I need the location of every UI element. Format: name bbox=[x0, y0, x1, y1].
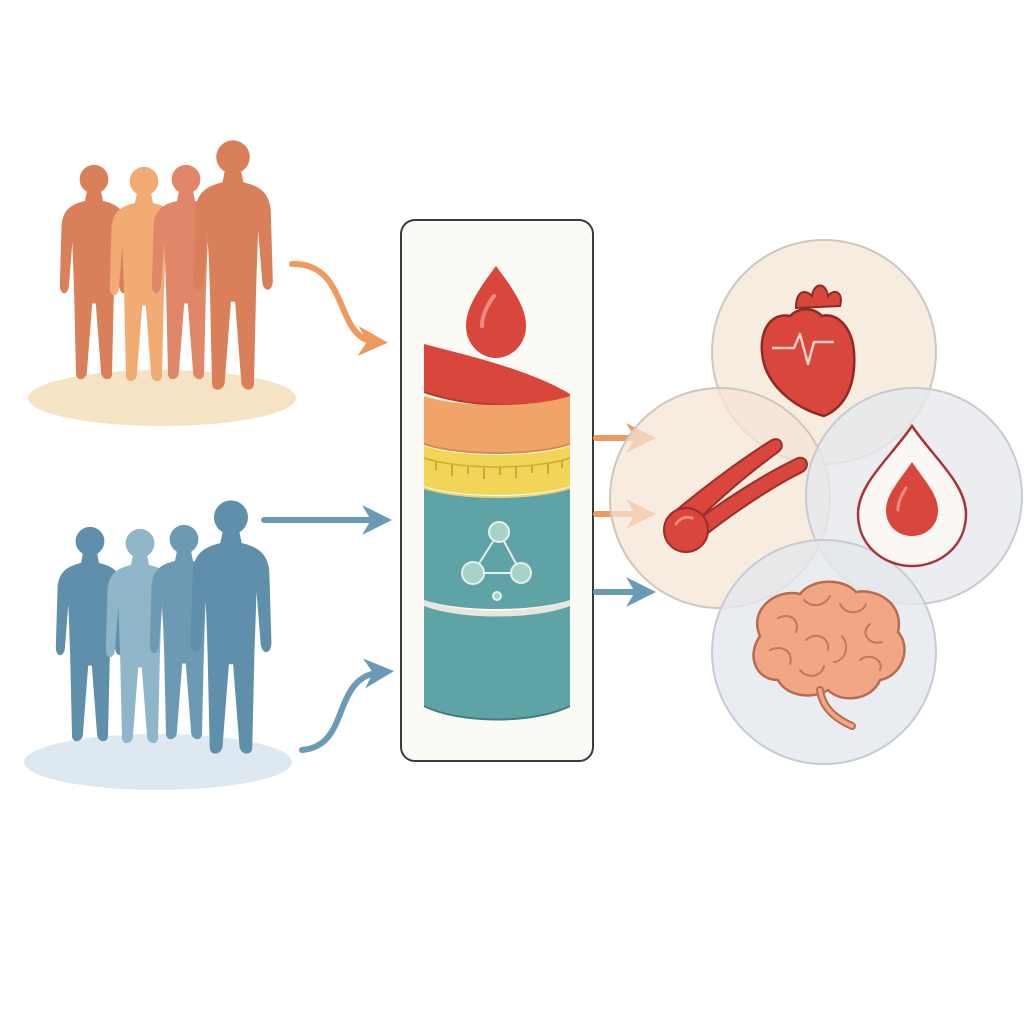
ground-shadow bbox=[28, 370, 296, 426]
central-panel bbox=[400, 219, 594, 762]
cylinder-layer-yellow bbox=[424, 446, 570, 495]
people-group-cool bbox=[24, 500, 292, 790]
molecule-icon bbox=[461, 521, 532, 601]
separator-ring bbox=[424, 600, 570, 617]
heart-icon bbox=[760, 284, 856, 418]
ground-shadow bbox=[24, 734, 292, 790]
people-group-warm bbox=[28, 140, 296, 426]
cylinder-layer-orange bbox=[424, 396, 570, 453]
blood-vessel-icon bbox=[663, 438, 808, 553]
layer-edge bbox=[423, 487, 571, 498]
ruler-ticks bbox=[435, 461, 563, 479]
cylinder-layer-teal bbox=[424, 488, 570, 609]
arrow-warm-to-panel bbox=[289, 260, 388, 357]
ruler-line bbox=[423, 457, 571, 468]
drop-highlight bbox=[480, 294, 496, 328]
cylinder-layer-red bbox=[424, 344, 570, 405]
cylinder-layer-teal-base bbox=[424, 606, 570, 720]
arrow-cool-bottom-to-panel bbox=[299, 658, 394, 753]
layer-edge bbox=[423, 443, 571, 454]
blood-drop-icon bbox=[856, 423, 968, 568]
layer-edge bbox=[423, 705, 571, 721]
brain-icon bbox=[752, 580, 906, 730]
blood-drop-icon bbox=[466, 266, 526, 358]
